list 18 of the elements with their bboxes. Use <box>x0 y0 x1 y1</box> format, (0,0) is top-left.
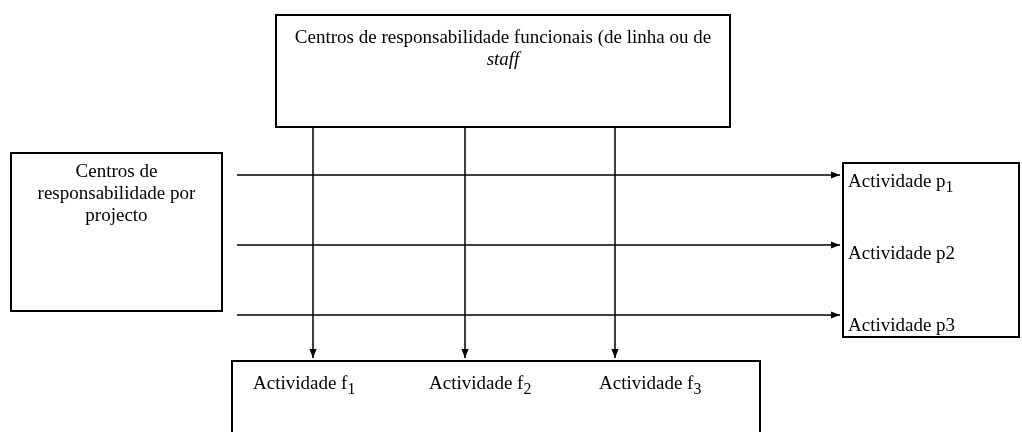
activity-box <box>231 360 761 432</box>
activity-box <box>842 162 1020 338</box>
arrow <box>236 311 841 319</box>
arrow <box>309 127 317 359</box>
activity-label: Actividade f$_{3}$ <box>599 372 744 398</box>
arrow <box>236 241 841 249</box>
box-title: Centros de responsabilidade funcionais (de linha ou de staff <box>293 26 713 70</box>
box-title: Centros de responsabilidade por projecto <box>36 160 197 226</box>
process-box <box>275 14 731 128</box>
activity-label: Actividade p3 <box>848 314 998 340</box>
arrow <box>236 171 841 179</box>
arrow <box>461 127 469 359</box>
activity-label: Actividade p2 <box>848 242 998 268</box>
process-box <box>10 152 223 312</box>
activity-label: Actividade f$_{1}$ <box>253 372 393 398</box>
activity-label: Actividade f$_{2}$ <box>429 372 574 398</box>
arrow <box>611 127 619 359</box>
activity-label: Actividade p$_{1}$ <box>848 170 998 196</box>
